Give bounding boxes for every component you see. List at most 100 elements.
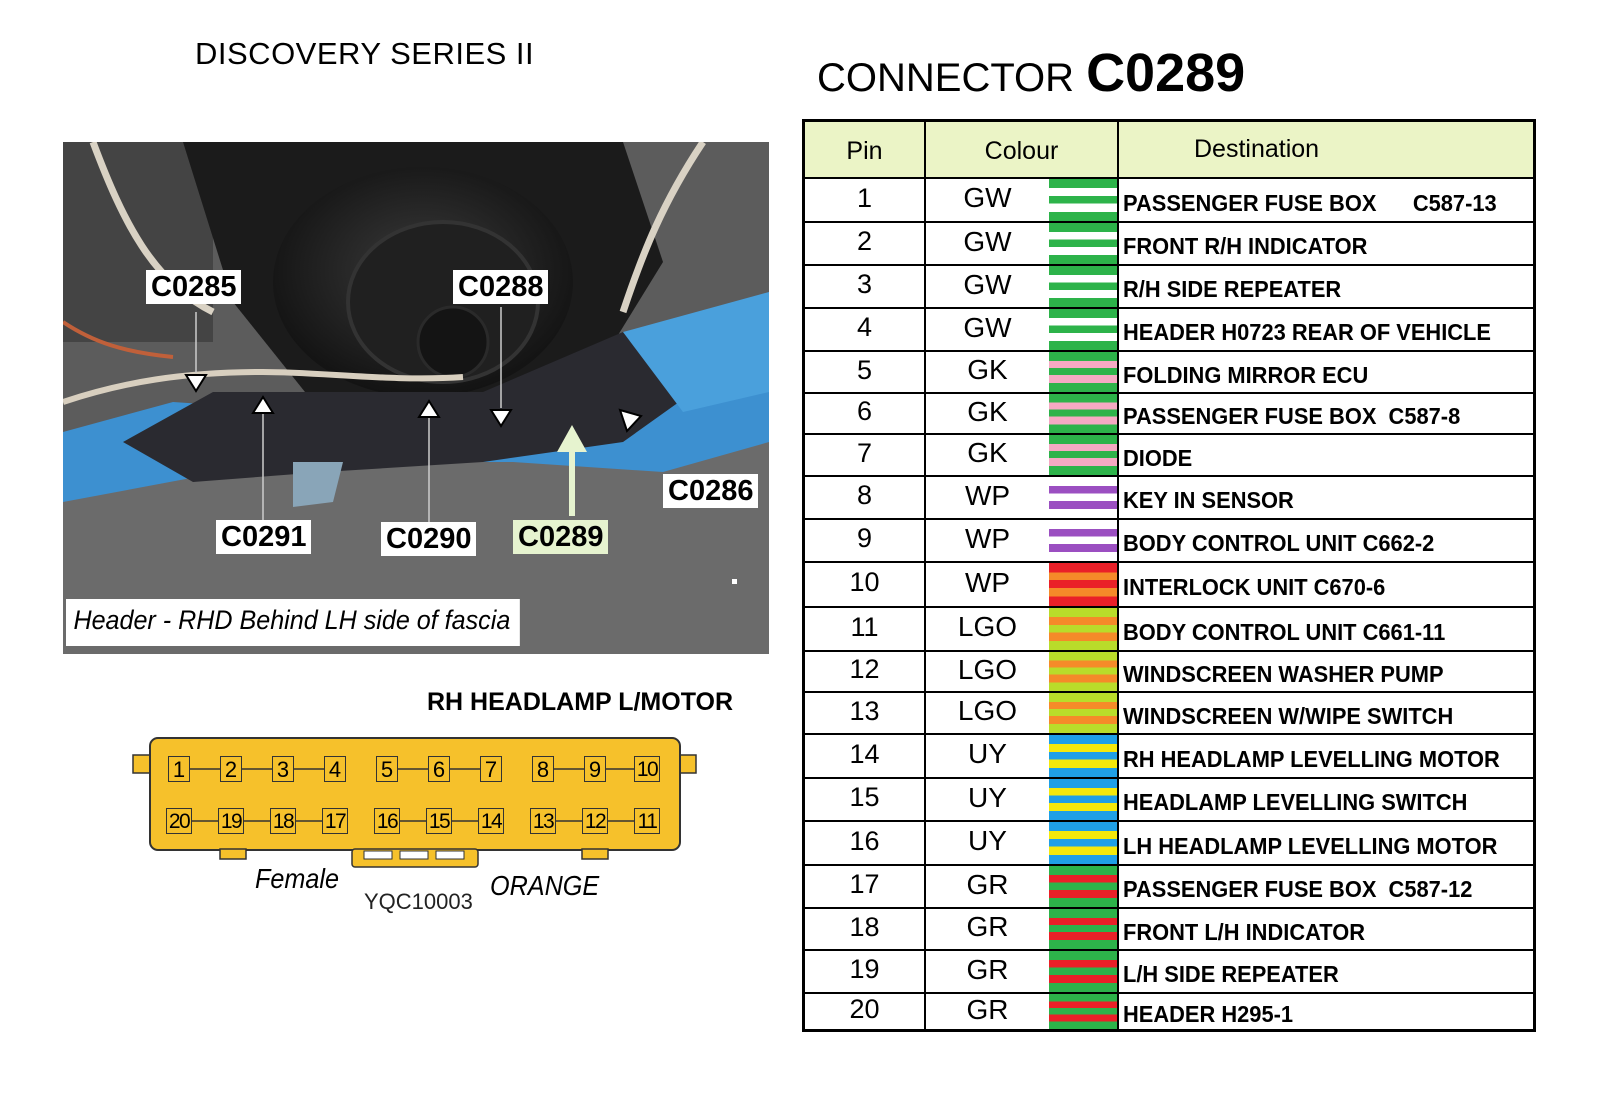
plug-title: RH HEADLAMP L/MOTOR (427, 688, 734, 716)
pin-number: 9 (805, 520, 926, 561)
destination: HEADER H0723 REAR OF VEHICLE (1123, 309, 1533, 350)
pin-number: 10 (805, 563, 926, 606)
destination-text: WINDSCREEN W/WIPE SWITCH (1123, 703, 1454, 729)
wire-colour-code: GK (967, 396, 1008, 427)
wire-colour-code: GR (966, 869, 1009, 900)
destination: PASSENGER FUSE BOX C587-8 (1123, 394, 1533, 433)
wire-colour-code: WP (964, 567, 1011, 598)
wire-colour-code: GK (967, 437, 1008, 468)
header-destination: Destination (1119, 122, 1533, 177)
destination: FRONT R/H INDICATOR (1123, 223, 1533, 264)
destination-text: R/H SIDE REPEATER (1123, 276, 1342, 302)
connector-title-prefix: CONNECTOR (817, 56, 1075, 100)
plug-pin: 3 (272, 756, 294, 782)
label-c0289: C0289 (513, 520, 609, 554)
wire-colour-code: GW (963, 312, 1012, 343)
wire-colour-code: GW (963, 269, 1012, 300)
destination-text: HEADER H0723 REAR OF VEHICLE (1123, 319, 1491, 345)
label-c0285: C0285 (146, 270, 242, 304)
destination: WINDSCREEN WASHER PUMP (1123, 652, 1533, 691)
destination: FRONT L/H INDICATOR (1123, 909, 1533, 949)
table-row: 15 UY HEADLAMP LEVELLING SWITCH (805, 777, 1533, 820)
pin-number: 8 (805, 477, 926, 518)
header-pin: Pin (805, 122, 926, 177)
connector-body (132, 737, 697, 868)
table-row: 20 GR HEADER H295-1 (805, 992, 1533, 1029)
destination: PASSENGER FUSE BOX C587-12 (1123, 866, 1533, 907)
wire-colour-swatch (1049, 866, 1119, 907)
wire-colour-code: GW (963, 226, 1012, 257)
destination-text: FOLDING MIRROR ECU (1123, 362, 1369, 388)
plug-pin: 11 (634, 808, 660, 834)
connector-location-photo: C0285 C0288 C0286 C0291 C0290 C0289 Head… (63, 142, 769, 654)
destination-text: L/H SIDE REPEATER (1123, 961, 1339, 987)
wire-colour-code: UY (968, 825, 1007, 856)
pin-number: 19 (805, 951, 926, 992)
destination-text: DIODE (1123, 445, 1193, 471)
destination: KEY IN SENSOR (1123, 477, 1533, 518)
wire-colour-swatch (1049, 520, 1119, 561)
wire-colour-swatch (1049, 735, 1119, 777)
table-row: 6 GK PASSENGER FUSE BOX C587-8 (805, 392, 1533, 433)
pin-number: 17 (805, 866, 926, 907)
wire-colour-swatch (1049, 563, 1119, 606)
wire-colour-swatch (1049, 435, 1119, 475)
destination-text: FRONT R/H INDICATOR (1123, 233, 1368, 259)
photo-illustration (63, 142, 769, 654)
part-number: YQC10003 (364, 889, 473, 914)
destination: HEADLAMP LEVELLING SWITCH (1123, 779, 1533, 820)
plug-pin: 4 (324, 756, 346, 782)
wire-colour-code: WP (964, 523, 1011, 554)
pin-number: 15 (805, 779, 926, 820)
pin-number: 11 (805, 608, 926, 650)
connector-id: C0289 (1086, 43, 1246, 103)
destination: DIODE (1123, 435, 1533, 475)
destination: HEADER H295-1 (1123, 994, 1533, 1029)
wire-colour-code: GR (966, 994, 1009, 1025)
wire-colour-code: LGO (957, 695, 1018, 726)
wire-colour-swatch (1049, 822, 1119, 864)
wire-colour-code: GK (967, 354, 1008, 385)
plug-pin: 7 (480, 756, 502, 782)
plug-pin: 19 (218, 808, 244, 834)
pin-number: 1 (805, 179, 926, 221)
destination: RH HEADLAMP LEVELLING MOTOR (1123, 735, 1533, 777)
wire-colour-code: GR (966, 954, 1009, 985)
pin-number: 12 (805, 652, 926, 691)
destination-text: KEY IN SENSOR (1123, 487, 1294, 513)
wire-colour-swatch (1049, 266, 1119, 307)
destination: LH HEADLAMP LEVELLING MOTOR (1123, 822, 1533, 864)
wire-colour-code: GR (966, 911, 1009, 942)
label-c0290: C0290 (381, 522, 477, 556)
connector-colour-label: ORANGE (490, 870, 600, 901)
destination-text: PASSENGER FUSE BOX C587-8 (1123, 403, 1461, 429)
pin-number: 4 (805, 309, 926, 350)
wire-colour-swatch (1049, 608, 1119, 650)
destination: L/H SIDE REPEATER (1123, 951, 1533, 992)
plug-pin: 10 (634, 756, 660, 782)
destination-text: INTERLOCK UNIT C670-6 (1123, 574, 1386, 600)
destination: PASSENGER FUSE BOX C587-13 (1123, 179, 1533, 221)
wire-colour-swatch (1049, 779, 1119, 820)
wire-colour-swatch (1049, 652, 1119, 691)
wire-colour-code: UY (968, 738, 1007, 769)
plug-pin: 8 (532, 756, 554, 782)
header-colour: Colour (926, 122, 1119, 177)
plug-pin: 2 (220, 756, 242, 782)
destination-text: PASSENGER FUSE BOX C587-13 (1123, 190, 1497, 216)
wire-colour-code: UY (968, 782, 1007, 813)
plug-pin: 14 (478, 808, 504, 834)
pin-number: 13 (805, 693, 926, 733)
pin-number: 20 (805, 994, 926, 1029)
destination-text: HEADLAMP LEVELLING SWITCH (1123, 789, 1468, 815)
pin-number: 6 (805, 394, 926, 433)
